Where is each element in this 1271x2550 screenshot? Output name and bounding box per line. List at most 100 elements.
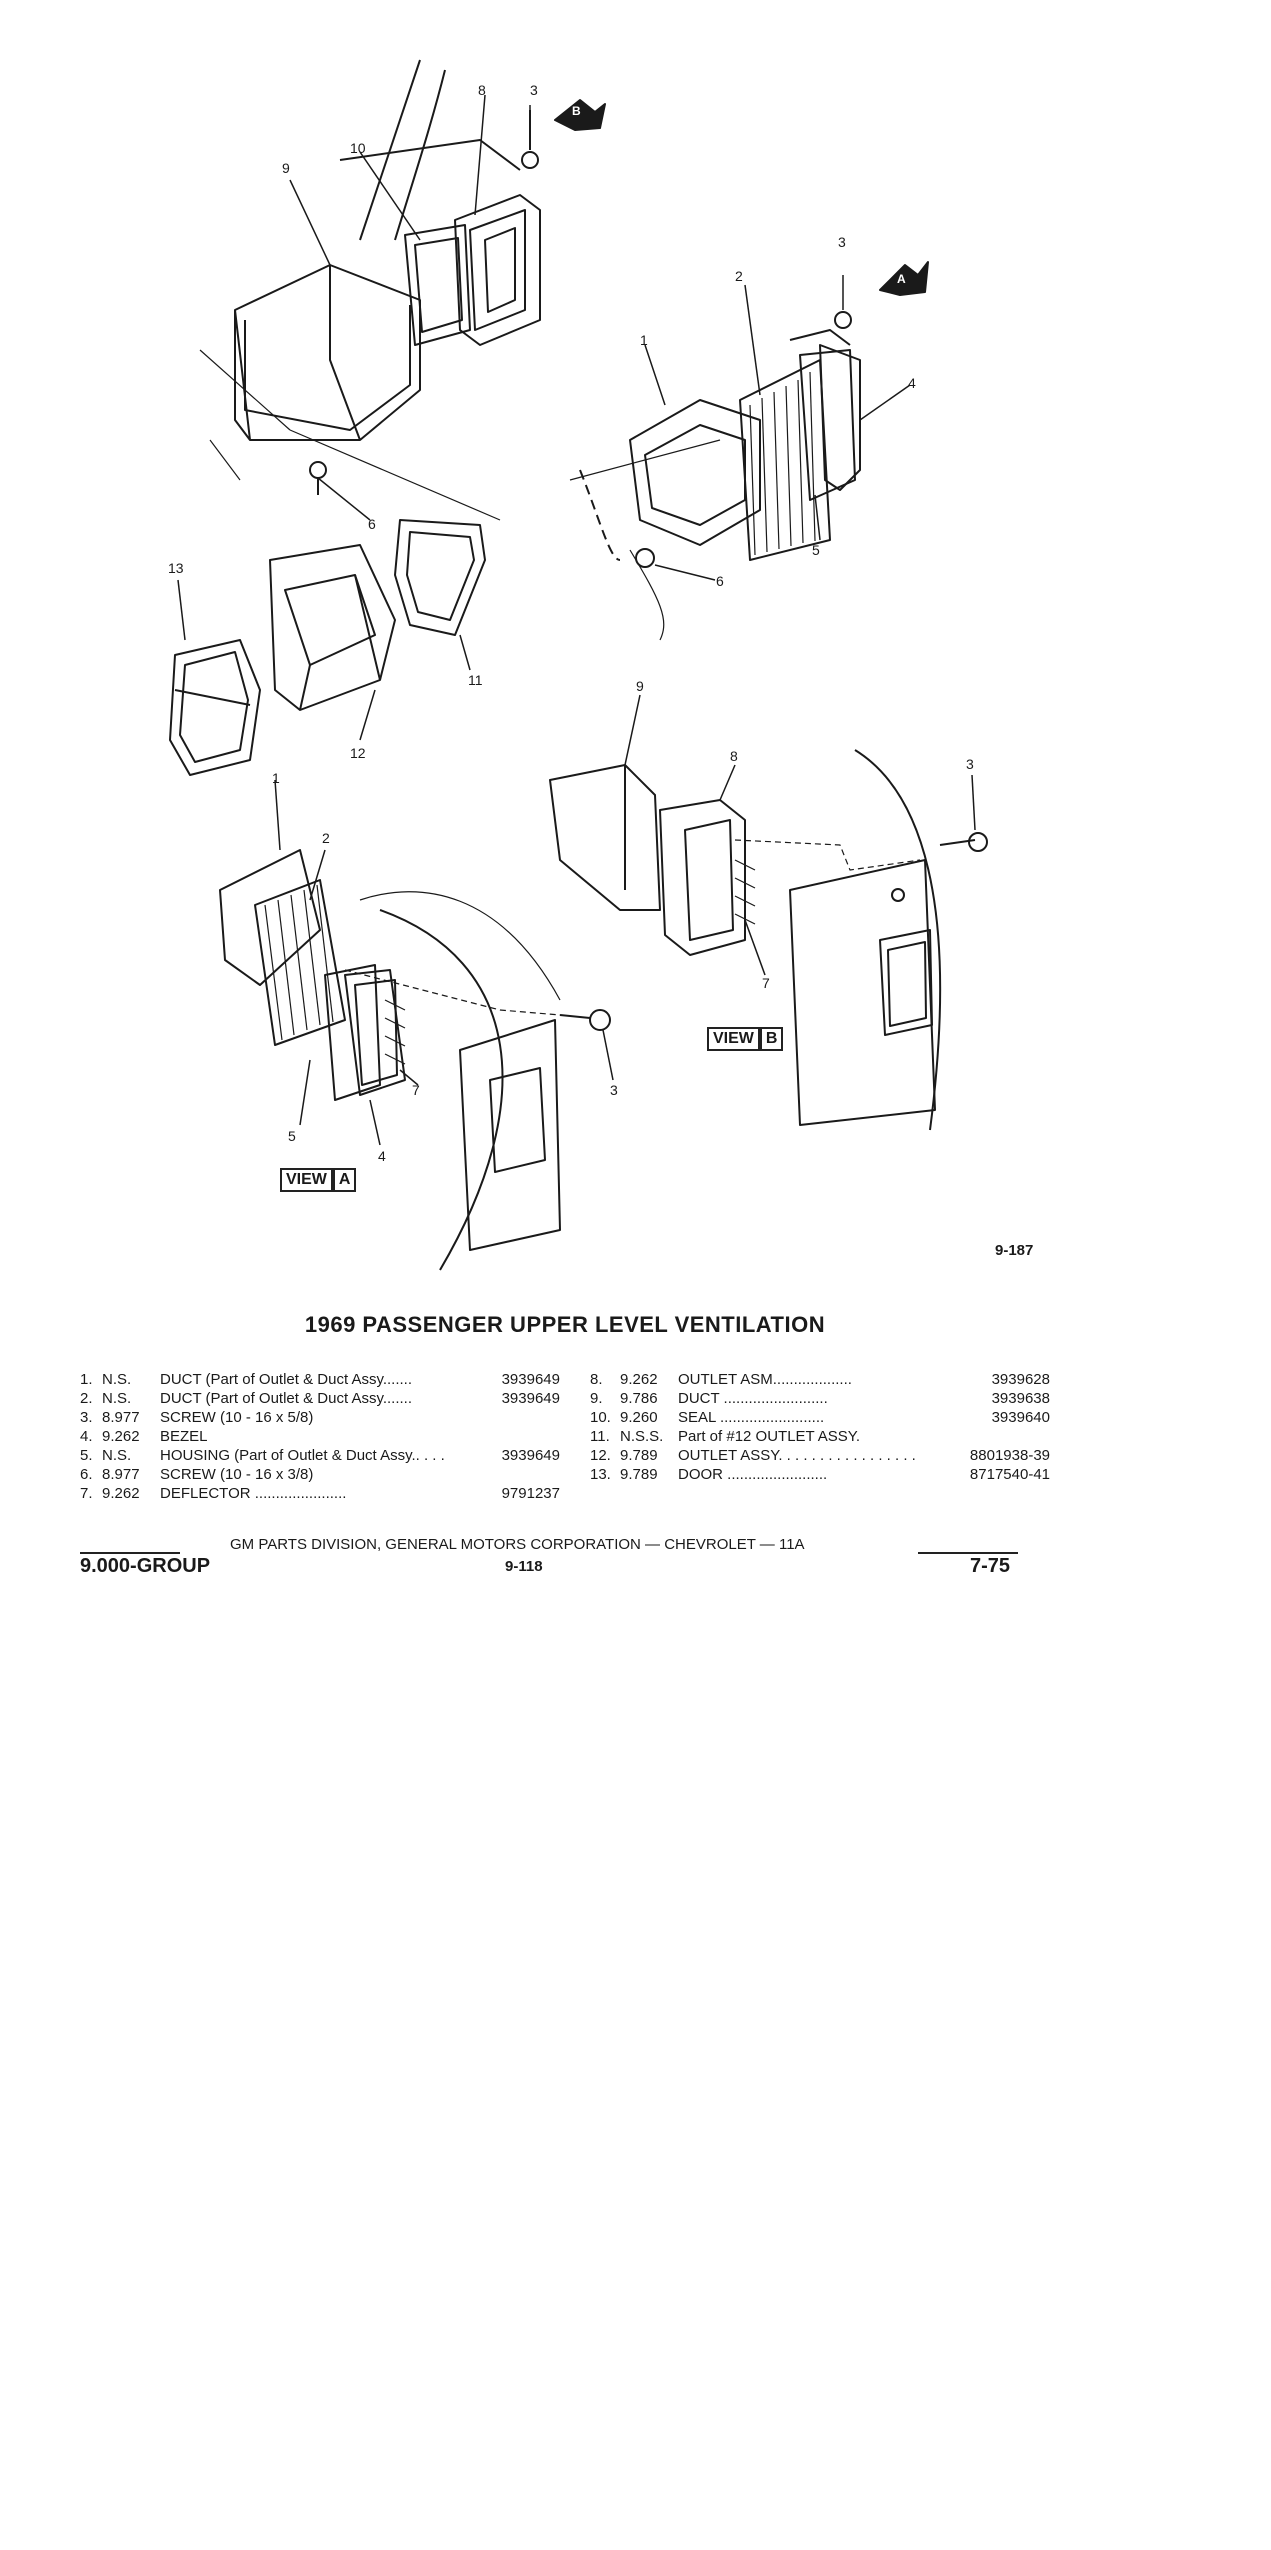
group-number: N.S. bbox=[102, 1447, 132, 1464]
duct-2-bellows bbox=[739, 359, 831, 561]
callout-1-a: 1 bbox=[272, 770, 280, 786]
view-a-arrow bbox=[879, 261, 929, 296]
part-number: 7. bbox=[80, 1485, 93, 1502]
part-catalog-number: 3939638 bbox=[991, 1390, 1050, 1407]
footer-rule-left bbox=[80, 1552, 180, 1554]
part-description: HOUSING (Part of Outlet & Duct Assy.. . … bbox=[160, 1447, 445, 1464]
footer-page-number: 9-118 bbox=[505, 1558, 543, 1575]
part-row: 5. N.S. HOUSING (Part of Outlet & Duct Ass… bbox=[80, 1446, 560, 1465]
top-right-assembly bbox=[569, 261, 929, 641]
part-catalog-number bbox=[490, 1427, 560, 1446]
duct-2-a-bellows bbox=[254, 879, 346, 1046]
parts-list-left: 1. N.S. DUCT (Part of Outlet & Duct Assy..… bbox=[80, 1370, 560, 1503]
figure-id: 9-187 bbox=[995, 1242, 1034, 1259]
callout-3-a: 3 bbox=[610, 1082, 618, 1098]
part-catalog-number: 8717540-41 bbox=[969, 1466, 1050, 1483]
part-catalog-number: 3939649 bbox=[501, 1447, 560, 1464]
group-number: N.S. bbox=[102, 1390, 132, 1407]
group-number: 9.789 bbox=[620, 1447, 658, 1464]
screw-3-a bbox=[559, 1014, 591, 1019]
callout-4-top: 4 bbox=[908, 375, 916, 391]
bezel-4-a bbox=[344, 969, 406, 1096]
part-number: 1. bbox=[80, 1371, 93, 1388]
callout-1-top: 1 bbox=[640, 332, 648, 348]
part-number: 4. bbox=[80, 1428, 93, 1445]
view-a-assembly bbox=[219, 779, 614, 1271]
callout-13: 13 bbox=[168, 560, 184, 576]
callout-6-right: 6 bbox=[716, 573, 724, 589]
part-catalog-number: 3939628 bbox=[991, 1371, 1050, 1388]
screw-3-right bbox=[834, 311, 852, 329]
part-number: 5. bbox=[80, 1447, 93, 1464]
duct-1 bbox=[629, 399, 761, 546]
group-number: 9.262 bbox=[102, 1485, 140, 1502]
part-catalog-number: 9791237 bbox=[501, 1485, 560, 1502]
footer-rule-right bbox=[918, 1552, 1018, 1554]
part-description: DUCT (Part of Outlet & Duct Assy....... bbox=[160, 1390, 413, 1407]
outlet-assy-12 bbox=[269, 544, 396, 711]
callout-3-top: 3 bbox=[530, 82, 538, 98]
group-number: 9.786 bbox=[620, 1390, 658, 1407]
view-b-assembly bbox=[549, 694, 988, 1131]
callout-3-b: 3 bbox=[966, 756, 974, 772]
callout-2-top: 2 bbox=[735, 268, 743, 284]
duct-9-b bbox=[549, 764, 661, 911]
part-row: 2.N.S.DUCT (Part of Outlet & Duct Assy..… bbox=[80, 1389, 560, 1408]
view-b-arrow bbox=[554, 99, 606, 131]
callout-12: 12 bbox=[350, 745, 366, 761]
part-number: 6. bbox=[80, 1466, 93, 1483]
footer-publisher: GM PARTS DIVISION, GENERAL MOTORS CORPOR… bbox=[230, 1536, 805, 1553]
callout-2-a: 2 bbox=[322, 830, 330, 846]
part-description: SCREW (10 - 16 x 3/8) bbox=[160, 1466, 314, 1483]
duct-1-a bbox=[219, 849, 321, 986]
part-number: 8. bbox=[590, 1371, 603, 1388]
part-description: DOOR ........................ bbox=[678, 1466, 828, 1483]
part-row: 11.N.S.S.Part of #12 OUTLET ASSY. bbox=[590, 1427, 1050, 1446]
part-description: SCREW (10 - 16 x 5/8) bbox=[160, 1409, 314, 1426]
part-number: 10. bbox=[590, 1409, 611, 1426]
view-b-word: VIEW bbox=[707, 1027, 760, 1051]
bezel-4 bbox=[819, 344, 861, 491]
view-a-letter: A bbox=[332, 1168, 357, 1192]
part-number: 13. bbox=[590, 1466, 611, 1483]
group-number: 9.262 bbox=[102, 1428, 140, 1445]
callout-3-right: 3 bbox=[838, 234, 846, 250]
view-b-letter: B bbox=[759, 1027, 784, 1051]
part-description: BEZEL bbox=[160, 1428, 208, 1445]
part-number: 3. bbox=[80, 1409, 93, 1426]
callout-8-b: 8 bbox=[730, 748, 738, 764]
callout-5-a: 5 bbox=[288, 1128, 296, 1144]
screw-6-left bbox=[309, 461, 327, 479]
part-description: DUCT (Part of Outlet & Duct Assy....... bbox=[160, 1371, 413, 1388]
callout-10: 10 bbox=[350, 140, 366, 156]
footer-date: 7-75 bbox=[970, 1555, 1011, 1577]
part-catalog-number: 3939649 bbox=[501, 1390, 560, 1407]
part-description: SEAL ......................... bbox=[678, 1409, 825, 1426]
group-number: 9.789 bbox=[620, 1466, 658, 1483]
callout-4-a: 4 bbox=[378, 1148, 386, 1164]
group-number: 9.262 bbox=[620, 1371, 658, 1388]
seal-11 bbox=[394, 519, 486, 636]
part-number: 12. bbox=[590, 1447, 611, 1464]
footer-group: 9.000-GROUP bbox=[80, 1555, 211, 1577]
callout-7-b: 7 bbox=[762, 975, 770, 991]
group-number: 9.260 bbox=[620, 1409, 658, 1426]
top-left-assembly bbox=[199, 59, 606, 521]
part-description: OUTLET ASM................... bbox=[678, 1371, 852, 1388]
part-catalog-number: 8801938-39 bbox=[969, 1447, 1050, 1464]
callout-5-top: 5 bbox=[812, 542, 820, 558]
group-number: 8.977 bbox=[102, 1466, 140, 1483]
part-catalog-number bbox=[490, 1408, 560, 1427]
exploded-view-illustration bbox=[169, 59, 988, 1271]
part-row: 13. 9.789 DOOR ........................ 871… bbox=[590, 1465, 1050, 1484]
part-catalog-number: 3939649 bbox=[501, 1371, 560, 1388]
seal-10 bbox=[404, 224, 471, 346]
page-title: 1969 PASSENGER UPPER LEVEL VENTILATION bbox=[304, 1312, 826, 1337]
